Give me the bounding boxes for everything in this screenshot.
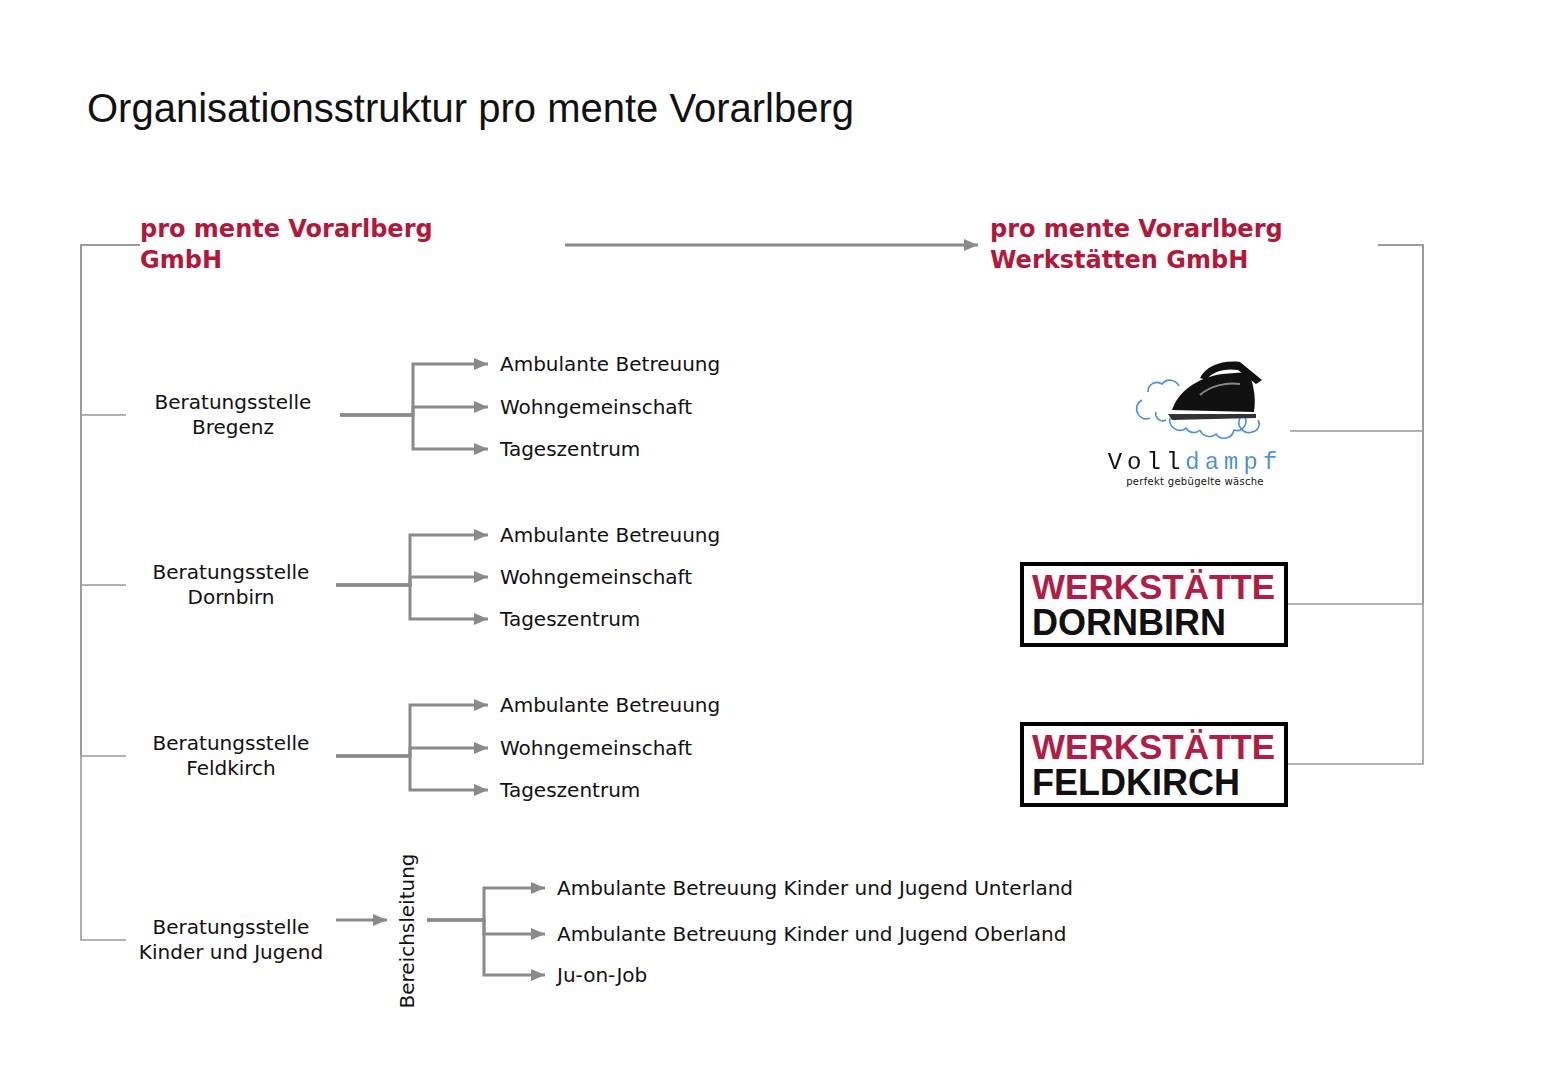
node-subtext: DORNBIRN (1032, 605, 1278, 641)
arrow-connector (340, 415, 488, 449)
arrow-connector (336, 919, 387, 922)
service-item: Tageszentrum (488, 774, 646, 806)
node-text: Ambulante Betreuung (500, 352, 720, 376)
node-text: pro mente Vorarlberg GmbH (140, 214, 480, 276)
office-box: Beratungsstelle Kinder und Jugend (126, 915, 336, 965)
node-text: Bereichsleitung (395, 853, 419, 1008)
service-item: Ambulante Betreuung (488, 689, 726, 721)
node-text: pro mente Vorarlberg Werkstätten GmbH (990, 214, 1378, 276)
arrow-connector (336, 705, 488, 756)
company-heading: pro mente Vorarlberg Werkstätten GmbH (978, 214, 1378, 276)
arrow-connector (336, 756, 488, 790)
service-item: Tageszentrum (488, 433, 646, 465)
service-item: Ambulante Betreuung (488, 519, 726, 551)
service-item: Ambulante Betreuung Kinder und Jugend Ob… (545, 918, 1072, 950)
diagram-title: Organisationsstruktur pro mente Vorarlbe… (87, 86, 854, 131)
vertical-label-box: Bereichsleitung (387, 845, 427, 1017)
node-text: Ambulante Betreuung (500, 693, 720, 717)
node-text: Wohngemeinschaft (500, 736, 692, 760)
node-text: Beratungsstelle Dornbirn (126, 560, 336, 610)
arrow-connector (565, 244, 978, 247)
bracket-line (1288, 245, 1423, 604)
logo-werkstaette: WERKSTÄTTEDORNBIRN (1020, 562, 1288, 647)
node-text: Tageszentrum (500, 437, 640, 461)
service-item: Tageszentrum (488, 603, 646, 635)
service-item: Ju-on-Job (545, 959, 653, 991)
node-text: Tageszentrum (500, 778, 640, 802)
node-text: Volldampf (1108, 450, 1283, 476)
bracket-line (81, 245, 140, 415)
node-text: Wohngemeinschaft (500, 565, 692, 589)
arrow-connector (336, 585, 488, 619)
bracket-line (81, 245, 140, 756)
logo-volldampf: Volldampfperfekt gebügelte wäsche (1100, 370, 1290, 492)
bracket-line (81, 245, 140, 585)
node-text: Ambulante Betreuung Kinder und Jugend Un… (557, 876, 1073, 900)
node-text: WERKSTÄTTE (1032, 729, 1278, 765)
arrow-connector (336, 535, 488, 585)
arrow-connector (427, 888, 545, 920)
service-item: Wohngemeinschaft (488, 391, 698, 423)
node-text: Ju-on-Job (557, 963, 647, 987)
arrow-connector (427, 920, 545, 934)
service-item: Ambulante Betreuung Kinder und Jugend Un… (545, 872, 1079, 904)
node-subtext: perfekt gebügelte wäsche (1126, 476, 1264, 488)
iron-symbol (1168, 362, 1262, 420)
node-text: Ambulante Betreuung Kinder und Jugend Ob… (557, 922, 1066, 946)
node-text: Beratungsstelle Kinder und Jugend (126, 915, 336, 965)
node-text: Wohngemeinschaft (500, 395, 692, 419)
service-item: Ambulante Betreuung (488, 348, 726, 380)
bracket-line (1288, 245, 1423, 764)
office-box: Beratungsstelle Bregenz (126, 390, 340, 440)
bracket-line (1290, 245, 1423, 431)
node-text: Beratungsstelle Bregenz (126, 390, 340, 440)
node-text: Beratungsstelle Feldkirch (126, 731, 336, 781)
company-heading: pro mente Vorarlberg GmbH (140, 214, 565, 276)
node-text: Ambulante Betreuung (500, 523, 720, 547)
arrow-connector (340, 364, 488, 415)
office-box: Beratungsstelle Feldkirch (126, 731, 336, 781)
arrow-connector (427, 920, 545, 975)
office-box: Beratungsstelle Dornbirn (126, 560, 336, 610)
node-subtext: FELDKIRCH (1032, 765, 1278, 801)
bracket-line (81, 245, 140, 940)
node-text: Tageszentrum (500, 607, 640, 631)
service-item: Wohngemeinschaft (488, 561, 698, 593)
node-text: WERKSTÄTTE (1032, 569, 1278, 605)
service-item: Wohngemeinschaft (488, 732, 698, 764)
logo-werkstaette: WERKSTÄTTEFELDKIRCH (1020, 722, 1288, 807)
